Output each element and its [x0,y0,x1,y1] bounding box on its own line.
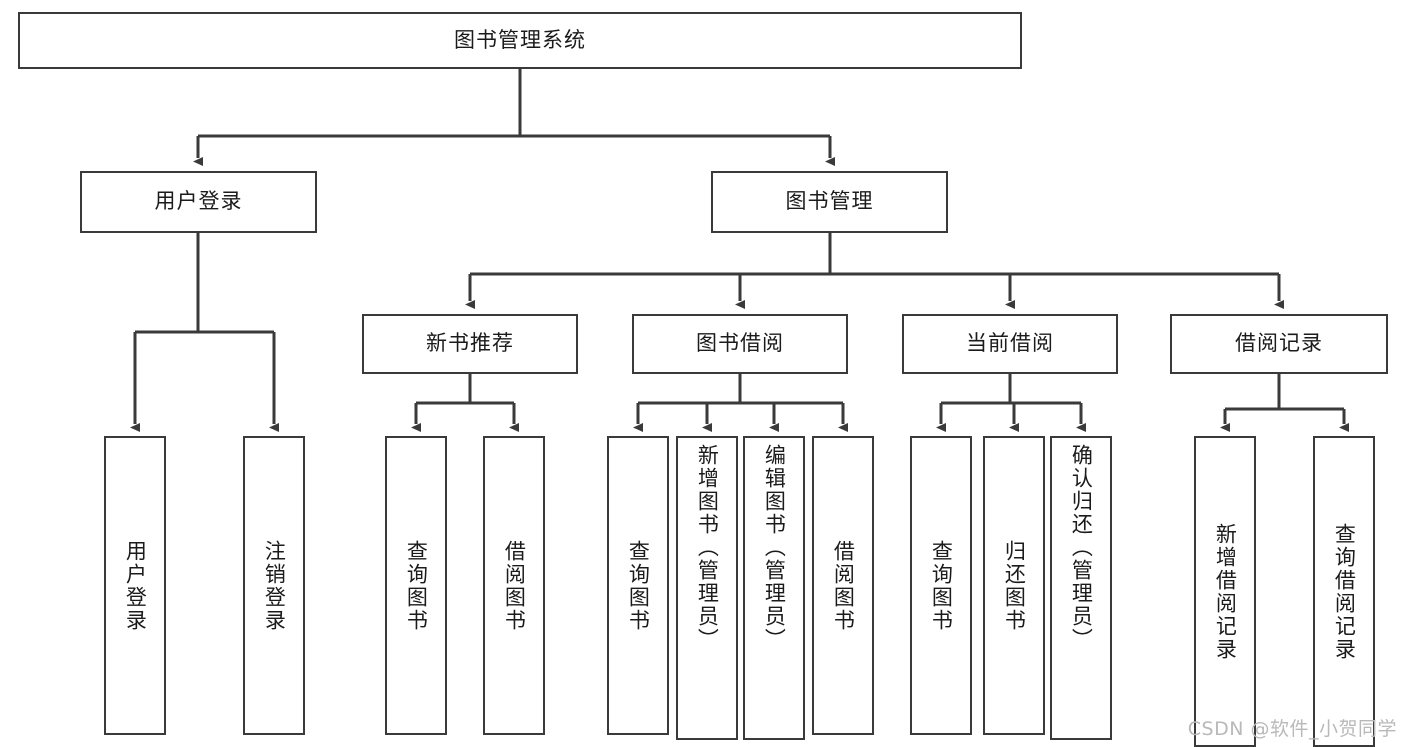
node-label: 当前借阅 [966,331,1054,356]
node-label: 查询图书 [404,539,429,632]
node-label: 编辑图书（管理员） [762,444,787,651]
node-leaf-edit-book[interactable]: 编辑图书（管理员） [743,436,805,740]
node-label: 图书借阅 [696,331,784,356]
node-leaf-borrow-book-1[interactable]: 借阅图书 [483,436,545,735]
node-leaf-logout[interactable]: 注销登录 [243,436,305,735]
node-book-borrow[interactable]: 图书借阅 [632,314,848,374]
node-label: 新书推荐 [426,331,514,356]
node-label: 用户登录 [154,189,243,214]
node-label: 归还图书 [1002,539,1027,632]
node-label: 用户登录 [123,539,148,632]
node-user-login[interactable]: 用户登录 [80,171,317,233]
node-label: 借阅图书 [831,539,856,632]
node-label: 查询借阅记录 [1332,522,1357,661]
node-new-book-recommend[interactable]: 新书推荐 [362,314,578,374]
node-label: 新增图书（管理员） [695,444,720,651]
node-leaf-add-book[interactable]: 新增图书（管理员） [676,436,738,740]
node-leaf-confirm-return[interactable]: 确认归还（管理员） [1050,436,1112,740]
node-label: 查询图书 [929,539,954,632]
node-leaf-query-record[interactable]: 查询借阅记录 [1313,436,1375,747]
node-leaf-return-book[interactable]: 归还图书 [983,436,1045,735]
node-leaf-user-login[interactable]: 用户登录 [104,436,166,735]
node-label: 图书管理系统 [454,27,586,52]
node-label: 注销登录 [262,539,287,632]
node-label: 确认归还（管理员） [1069,444,1094,651]
node-label: 查询图书 [626,539,651,632]
node-leaf-borrow-book-2[interactable]: 借阅图书 [812,436,874,735]
node-book-manage[interactable]: 图书管理 [711,171,948,233]
node-leaf-query-book-3[interactable]: 查询图书 [910,436,972,735]
node-label: 新增借阅记录 [1213,522,1238,661]
node-root-system[interactable]: 图书管理系统 [18,12,1022,69]
node-label: 图书管理 [785,189,874,214]
node-label: 借阅记录 [1235,331,1323,356]
node-leaf-add-record[interactable]: 新增借阅记录 [1194,436,1256,747]
node-leaf-query-book-1[interactable]: 查询图书 [385,436,447,735]
node-current-borrow[interactable]: 当前借阅 [902,314,1118,374]
node-label: 借阅图书 [502,539,527,632]
node-leaf-query-book-2[interactable]: 查询图书 [607,436,669,735]
node-borrow-record[interactable]: 借阅记录 [1170,314,1388,374]
